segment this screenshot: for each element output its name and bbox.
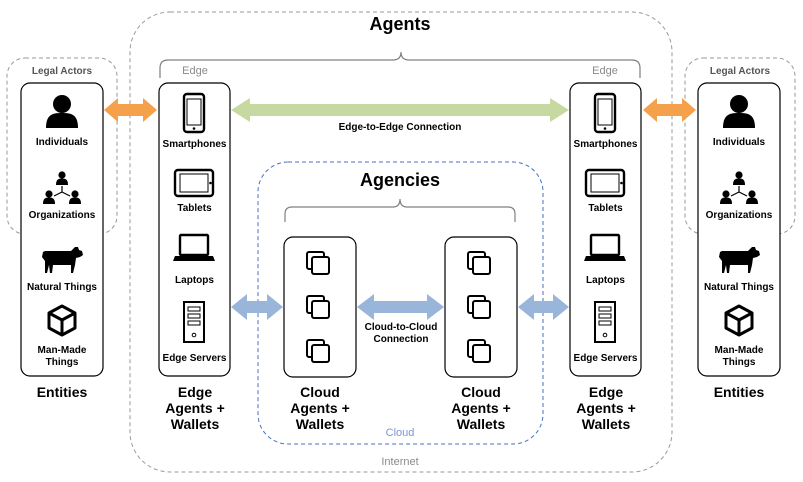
entities-left-label: Entities: [36, 384, 88, 400]
man-made-things-left: Man-Made Things: [37, 345, 87, 368]
legal-actors-right-region: [684, 57, 796, 235]
entities-left-box: [20, 82, 104, 377]
internet-label: Internet: [381, 456, 419, 468]
edge-agents-right-box: [569, 82, 642, 377]
entities-right-box: [697, 82, 781, 377]
cloud-label: Cloud: [385, 427, 415, 439]
smartphones-right: Smartphones: [573, 139, 638, 150]
man-made-things-right: Man-Made Things: [714, 345, 764, 368]
individuals-right: Individuals: [712, 137, 766, 148]
orange-arrow-left: [104, 98, 157, 122]
edge-agents-left-box: [158, 82, 231, 377]
individuals-left: Individuals: [35, 137, 89, 148]
agents-title: Agents: [369, 14, 431, 34]
agents-brace: [159, 51, 641, 78]
cloud-to-cloud-arrow: [357, 294, 444, 320]
edge-agents-right-label: Edge Agents + Wallets: [576, 384, 636, 432]
edge-label-left: Edge: [182, 65, 208, 77]
organizations-left: Organizations: [28, 210, 96, 221]
blue-arrow-right: [518, 294, 569, 320]
natural-things-left: Natural Things: [26, 282, 97, 293]
laptops-left: Laptops: [175, 275, 214, 286]
internet-region: [129, 11, 673, 473]
agencies-title: Agencies: [359, 170, 441, 190]
tablets-right: Tablets: [588, 203, 623, 214]
cloud-agents-right-label: Cloud Agents + Wallets: [451, 384, 511, 432]
legal-actors-left-region: [6, 57, 118, 235]
legal-actors-right: Legal Actors: [709, 66, 771, 77]
natural-things-right: Natural Things: [703, 282, 774, 293]
laptops-right: Laptops: [586, 275, 625, 286]
edge-label-right: Edge: [592, 65, 618, 77]
entities-right-label: Entities: [713, 384, 765, 400]
edge-servers-right: Edge Servers: [573, 353, 638, 364]
cloud-to-cloud-label: Cloud-to-Cloud Connection: [364, 322, 438, 345]
edge-to-edge-label: Edge-to-Edge Connection: [338, 122, 462, 133]
blue-arrow-left: [231, 294, 283, 320]
legal-actors-left: Legal Actors: [31, 66, 93, 77]
tablets-left: Tablets: [177, 203, 212, 214]
orange-arrow-right: [643, 98, 696, 122]
cloud-agents-left-label: Cloud Agents + Wallets: [290, 384, 350, 432]
edge-to-edge-arrow: [231, 98, 569, 122]
agencies-brace: [284, 198, 516, 222]
edge-agents-left-label: Edge Agents + Wallets: [165, 384, 225, 432]
edge-servers-left: Edge Servers: [162, 353, 227, 364]
smartphones-left: Smartphones: [162, 139, 227, 150]
organizations-right: Organizations: [705, 210, 773, 221]
